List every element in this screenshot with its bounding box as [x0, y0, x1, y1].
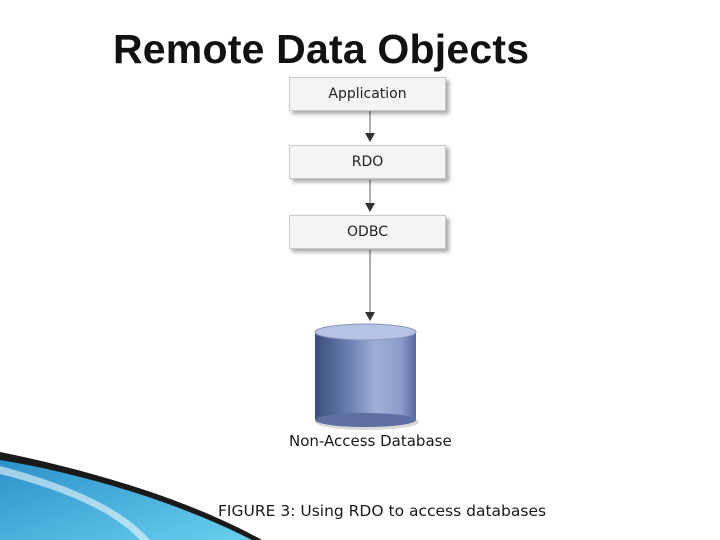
node-application: Application: [289, 77, 446, 111]
node-application-label: Application: [328, 86, 407, 102]
node-rdo: RDO: [289, 145, 446, 179]
database-cylinder-icon: [314, 323, 419, 430]
connector-odbc-database: [365, 250, 375, 321]
figure-caption: FIGURE 3: Using RDO to access databases: [218, 502, 547, 520]
node-rdo-label: RDO: [351, 154, 384, 170]
slide-title: Remote Data Objects: [113, 26, 530, 72]
node-database-label: Non-Access Database: [289, 432, 452, 450]
connector-application-rdo: [365, 111, 375, 142]
connector-rdo-odbc: [365, 180, 375, 212]
corner-swoosh-decoration: [0, 452, 262, 540]
node-odbc: ODBC: [289, 215, 446, 249]
node-odbc-label: ODBC: [347, 224, 388, 240]
